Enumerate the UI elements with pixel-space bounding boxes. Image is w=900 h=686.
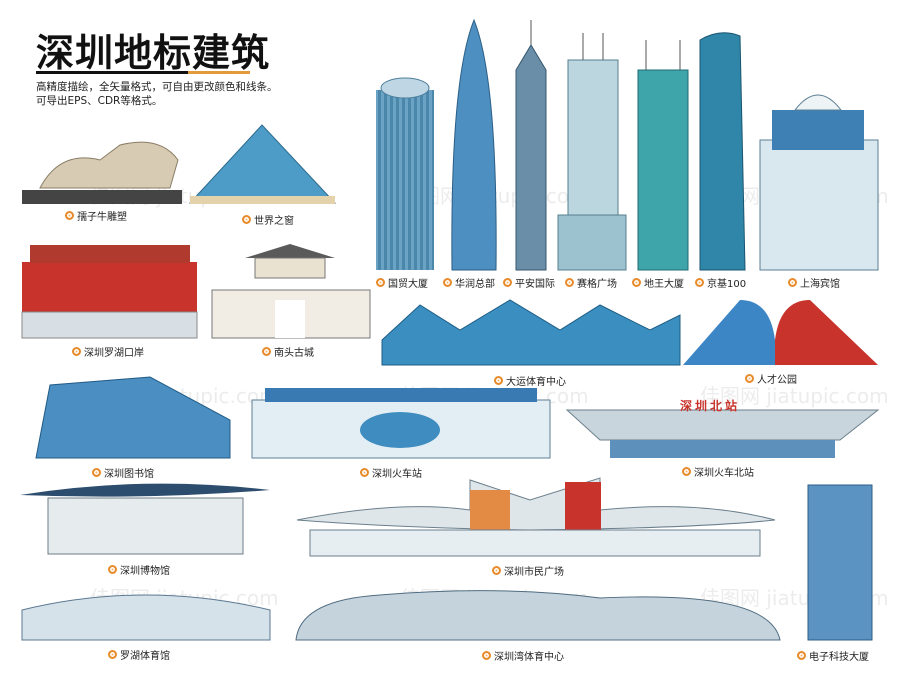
shenzhen-museum-illustration	[20, 483, 270, 555]
nantou-ancient-city-gate-illustration	[211, 244, 371, 339]
label-guomao: 国贸大厦	[376, 275, 428, 290]
bullet-icon	[242, 215, 251, 224]
label-window-of-world: 世界之窗	[242, 212, 294, 227]
subtitle: 高精度描绘，全矢量格式，可自由更改颜色和线条。 可导出EPS、CDR等格式。	[36, 80, 278, 108]
bullet-icon	[92, 468, 101, 477]
label-museum: 深圳博物馆	[108, 562, 170, 577]
bullet-icon	[494, 376, 503, 385]
bullet-icon	[360, 468, 369, 477]
universiade-center-illustration	[381, 299, 681, 366]
bullet-icon	[695, 278, 704, 287]
luohu-stadium-illustration	[21, 594, 271, 641]
electronics-tech-building-illustration	[807, 484, 873, 641]
label-text: 地王大厦	[644, 279, 684, 290]
kingkey-100-illustration	[699, 32, 746, 271]
label-text: 深圳火车站	[372, 469, 422, 480]
label-text: 京基100	[707, 279, 747, 290]
watermark: 佳图网 jiatupic.com	[700, 384, 889, 408]
bullet-icon	[632, 278, 641, 287]
label-text: 深圳湾体育中心	[494, 652, 564, 663]
china-resources-hq-illustration	[451, 18, 497, 271]
subtitle-line-2: 可导出EPS、CDR等格式。	[36, 95, 163, 107]
label-talent-park: 人才公园	[745, 371, 797, 386]
shenzhen-railway-station-illustration	[251, 388, 551, 459]
bull-sculpture-illustration	[22, 141, 182, 204]
label-text: 南头古城	[274, 348, 314, 359]
bullet-icon	[788, 278, 797, 287]
label-electronics-building: 电子科技大厦	[797, 648, 869, 663]
label-library: 深圳图书馆	[92, 465, 154, 480]
label-luohu-stadium: 罗湖体育馆	[108, 647, 170, 662]
label-text: 上海宾馆	[800, 279, 840, 290]
label-text: 孺子牛雕塑	[77, 212, 127, 223]
label-text: 深圳罗湖口岸	[84, 348, 144, 359]
label-text: 世界之窗	[254, 216, 294, 227]
label-text: 电子科技大厦	[809, 652, 869, 663]
bullet-icon	[443, 278, 452, 287]
label-diwang: 地王大厦	[632, 275, 684, 290]
label-seg-plaza: 赛格广场	[565, 275, 617, 290]
label-bay-sports-center: 深圳湾体育中心	[482, 648, 564, 663]
label-universiade: 大运体育中心	[494, 373, 566, 388]
label-text: 赛格广场	[577, 279, 617, 290]
bullet-icon	[682, 467, 691, 476]
bullet-icon	[72, 347, 81, 356]
label-nantou: 南头古城	[262, 344, 314, 359]
ping-an-finance-illustration	[515, 20, 547, 271]
bullet-icon	[745, 374, 754, 383]
label-text: 深圳火车北站	[694, 468, 754, 479]
guomao-building-illustration	[376, 77, 434, 270]
label-ping-an: 平安国际	[503, 275, 555, 290]
bullet-icon	[262, 347, 271, 356]
bullet-icon	[503, 278, 512, 287]
page-title: 深圳地标建筑	[36, 31, 271, 75]
window-of-world-pyramid-illustration	[188, 124, 337, 204]
bullet-icon	[376, 278, 385, 287]
shanghai-hotel-illustration	[759, 94, 879, 271]
label-north-station: 深圳火车北站	[682, 464, 754, 479]
shenzhen-bay-sports-center-illustration	[295, 590, 781, 641]
bullet-icon	[797, 651, 806, 660]
title-underline-accent	[188, 71, 250, 74]
label-text: 平安国际	[515, 279, 555, 290]
label-text: 大运体育中心	[506, 377, 566, 388]
label-railway-station: 深圳火车站	[360, 465, 422, 480]
label-text: 国贸大厦	[388, 279, 428, 290]
shenzhen-library-illustration	[35, 376, 231, 459]
bullet-icon	[108, 650, 117, 659]
bullet-icon	[565, 278, 574, 287]
bullet-icon	[482, 651, 491, 660]
label-text: 华润总部	[455, 279, 495, 290]
label-luohu-port: 深圳罗湖口岸	[72, 344, 144, 359]
bullet-icon	[65, 211, 74, 220]
diwang-building-illustration	[637, 40, 689, 271]
label-text: 深圳图书馆	[104, 469, 154, 480]
label-text: 深圳博物馆	[120, 566, 170, 577]
talent-park-illustration	[683, 300, 878, 365]
north-station-sign: 深圳北站	[680, 399, 741, 413]
bullet-icon	[492, 566, 501, 575]
label-kingkey: 京基100	[695, 275, 746, 290]
title-underline	[36, 71, 249, 74]
luohu-port-illustration	[21, 245, 198, 339]
label-text: 深圳市民广场	[504, 567, 564, 578]
label-shanghai-hotel: 上海宾馆	[788, 275, 840, 290]
shenzhen-north-station-illustration	[565, 409, 880, 458]
label-bull-sculpture: 孺子牛雕塑	[65, 208, 127, 223]
label-civic-center: 深圳市民广场	[492, 563, 564, 578]
subtitle-line-1: 高精度描绘，全矢量格式，可自由更改颜色和线条。	[36, 81, 278, 93]
label-text: 罗湖体育馆	[120, 651, 170, 662]
label-text: 人才公园	[757, 375, 797, 386]
label-china-resources: 华润总部	[443, 275, 495, 290]
seg-plaza-illustration	[557, 33, 627, 271]
bullet-icon	[108, 565, 117, 574]
civic-center-illustration	[296, 477, 776, 557]
